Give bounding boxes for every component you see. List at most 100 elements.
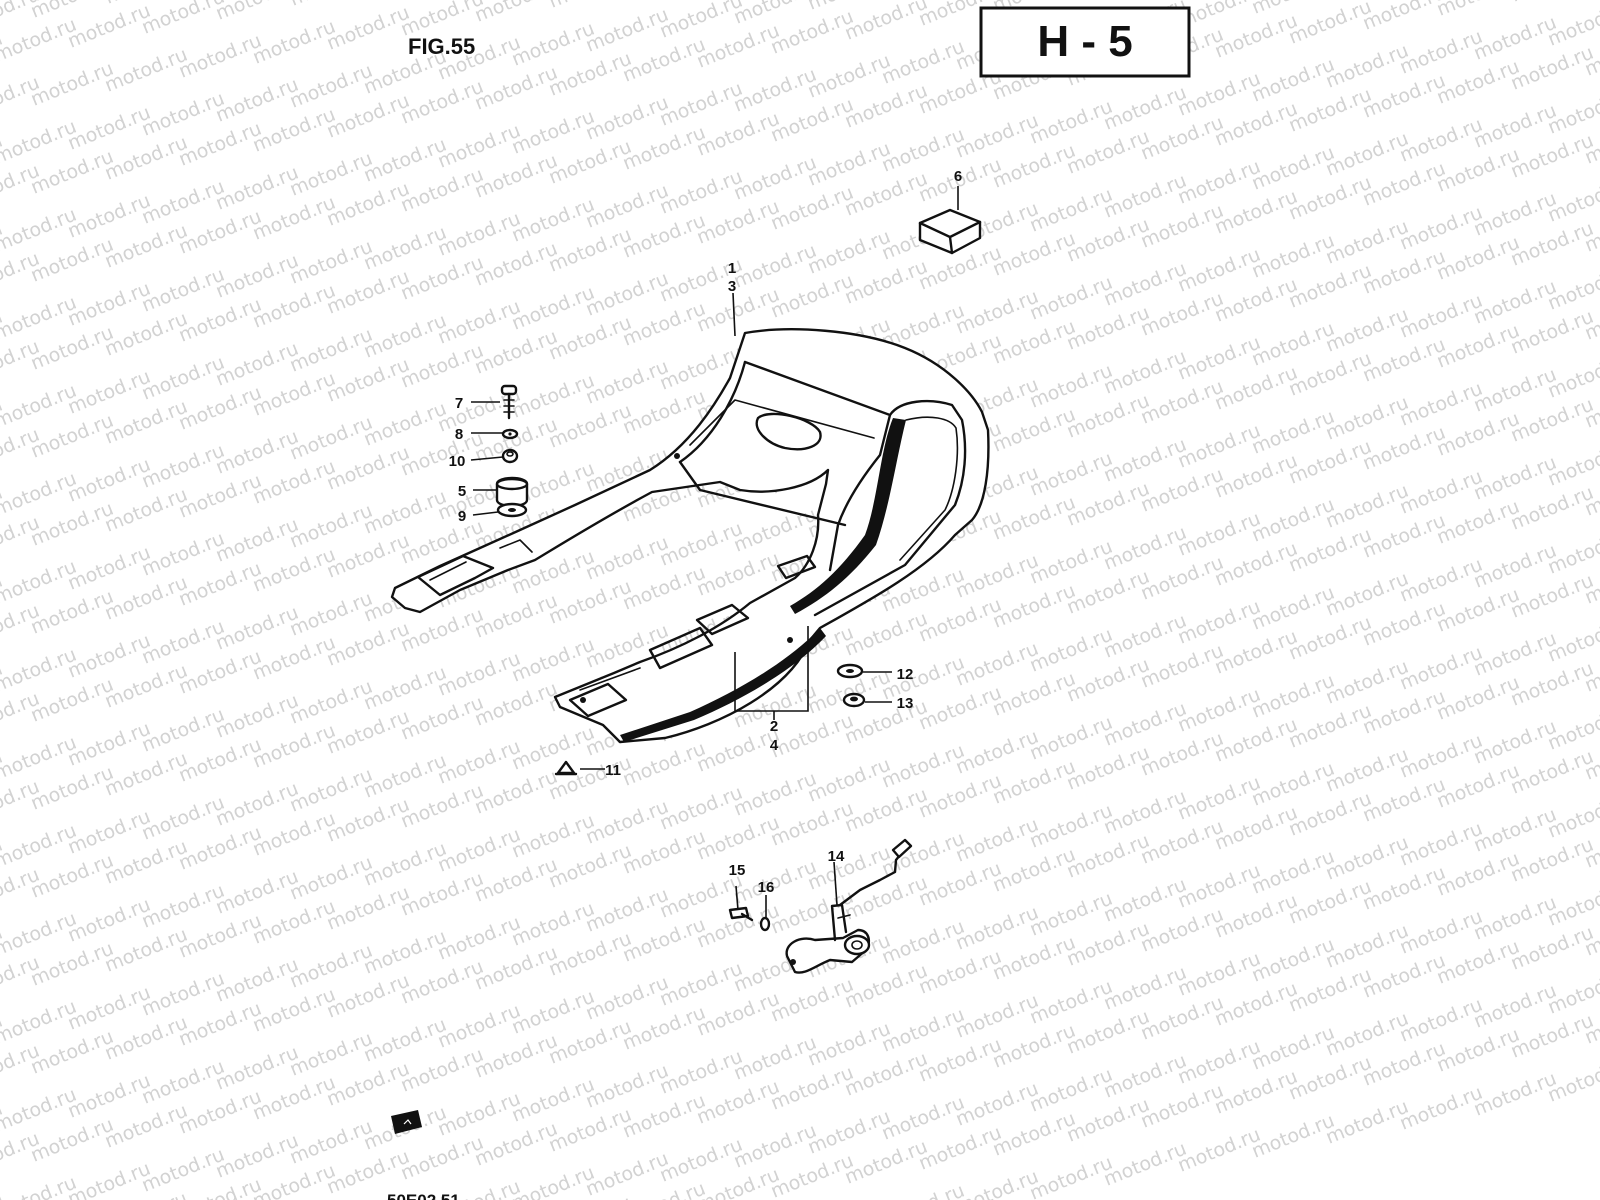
watermark-text: motod.ru xyxy=(731,1032,820,1085)
watermark-text: motod.ru xyxy=(1471,980,1560,1033)
watermark-text: motod.ru xyxy=(1397,730,1486,783)
callout-16: 16 xyxy=(758,879,775,896)
watermark-text: motod.ru xyxy=(1249,1110,1338,1163)
watermark-text: motod.ru xyxy=(361,662,450,715)
watermark-text: motod.ru xyxy=(1323,920,1412,973)
watermark-text: motod.ru xyxy=(1471,364,1560,417)
section-code-box: H - 5 xyxy=(979,6,1191,78)
watermark-text: motod.ru xyxy=(435,648,524,701)
watermark-text: motod.ru xyxy=(139,176,228,229)
watermark-text: motod.ru xyxy=(287,1116,376,1169)
watermark-text: motod.ru xyxy=(1101,82,1190,135)
watermark-text: motod.ru xyxy=(287,236,376,289)
watermark-text: motod.ru xyxy=(65,190,154,243)
callout-labels: 1 3 6 7 8 10 5 9 11 12 13 2 4 15 16 14 xyxy=(449,168,963,896)
watermark-text: motod.ru xyxy=(731,64,820,117)
watermark-text: motod.ru xyxy=(65,1070,154,1123)
watermark-text: motod.ru xyxy=(65,806,154,859)
watermark-text: motod.ru xyxy=(1101,962,1190,1015)
watermark-text: motod.ru xyxy=(509,634,598,687)
watermark-text: motod.ru xyxy=(435,296,524,349)
watermark-text: motod.ru xyxy=(65,718,154,771)
watermark-text: motod.ru xyxy=(1249,142,1338,195)
watermark-text: motod.ru xyxy=(1101,1138,1190,1191)
watermark-text: motod.ru xyxy=(361,1014,450,1067)
watermark-text: motod.ru xyxy=(1397,994,1486,1047)
watermark-text: motod.ru xyxy=(583,1148,672,1200)
watermark-text: motod.ru xyxy=(1101,610,1190,663)
watermark-text: motod.ru xyxy=(1101,346,1190,399)
watermark-text: motod.ru xyxy=(65,982,154,1035)
watermark-text: motod.ru xyxy=(731,240,820,293)
callout-13: 13 xyxy=(897,695,914,712)
callout-6: 6 xyxy=(954,168,962,185)
watermark-text: motod.ru xyxy=(213,1130,302,1183)
watermark-text: motod.ru xyxy=(139,968,228,1021)
watermark-text: motod.ru xyxy=(657,518,746,571)
watermark-text: motod.ru xyxy=(953,726,1042,779)
watermark-text: motod.ru xyxy=(953,286,1042,339)
watermark-text: motod.ru xyxy=(657,78,746,131)
watermark-text: motod.ru xyxy=(287,0,376,11)
watermark-text: motod.ru xyxy=(1471,188,1560,241)
watermark-text: motod.ru xyxy=(139,264,228,317)
watermark-text: motod.ru xyxy=(287,676,376,729)
seat-tail-cover-drawing xyxy=(390,328,990,744)
watermark-text: motod.ru xyxy=(1471,276,1560,329)
watermark-text: motod.ru xyxy=(1175,244,1264,297)
watermark-text: motod.ru xyxy=(1027,184,1116,237)
watermark-text: motod.ru xyxy=(65,630,154,683)
watermark-text: motod.ru xyxy=(361,134,450,187)
watermark-text: motod.ru xyxy=(361,750,450,803)
watermark-text: motod.ru xyxy=(1175,684,1264,737)
watermark-text: motod.ru xyxy=(1508,0,1597,7)
watermark-text: motod.ru xyxy=(1397,642,1486,695)
watermark-text: motod.ru xyxy=(1323,656,1412,709)
watermark-text: motod.ru xyxy=(509,106,598,159)
watermark-text: motod.ru xyxy=(1101,874,1190,927)
watermark-text: motod.ru xyxy=(65,542,154,595)
watermark-text: motod.ru xyxy=(435,736,524,789)
watermark-text: motod.ru xyxy=(1249,582,1338,635)
watermark-text: motod.ru xyxy=(1101,698,1190,751)
watermark-text: motod.ru xyxy=(731,152,820,205)
watermark-text: motod.ru xyxy=(583,4,672,57)
watermark-text: motod.ru xyxy=(1397,466,1486,519)
watermark-text: motod.ru xyxy=(139,528,228,581)
watermark-text: motod.ru xyxy=(1471,1068,1560,1121)
watermark-text: motod.ru xyxy=(1101,522,1190,575)
watermark-text: motod.ru xyxy=(1249,758,1338,811)
watermark-text: motod.ru xyxy=(583,356,672,409)
watermark-text: motod.ru xyxy=(361,398,450,451)
figure-label: FIG.55 xyxy=(408,34,475,59)
watermark-text: motod.ru xyxy=(1027,976,1116,1029)
watermark-text: motod.ru xyxy=(583,1060,672,1113)
watermark-text: motod.ru xyxy=(1471,892,1560,945)
watermark-text: motod.ru xyxy=(583,972,672,1025)
watermark-text: motod.ru xyxy=(1027,1064,1116,1117)
watermark-text: motod.ru xyxy=(287,852,376,905)
watermark-text: motod.ru xyxy=(583,796,672,849)
watermark-text: motod.ru xyxy=(213,426,302,479)
callout-4: 4 xyxy=(770,737,779,754)
watermark-text: motod.ru xyxy=(287,148,376,201)
watermark-text: motod.ru xyxy=(509,18,598,71)
watermark-text: motod.ru xyxy=(1175,1036,1264,1089)
watermark-text: motod.ru xyxy=(65,454,154,507)
watermark-text: motod.ru xyxy=(731,768,820,821)
watermark-text: motod.ru xyxy=(287,588,376,641)
watermark-text: motod.ru xyxy=(1101,1050,1190,1103)
watermark-text: motod.ru xyxy=(805,1106,894,1159)
watermark-text: motod.ru xyxy=(1471,716,1560,769)
watermark-text: motod.ru xyxy=(1175,772,1264,825)
watermark-text: motod.ru xyxy=(879,1092,968,1145)
watermark-text: motod.ru xyxy=(1323,1008,1412,1061)
watermark-text: motod.ru xyxy=(1323,40,1412,93)
watermark-text: motod.ru xyxy=(805,842,894,895)
watermark-text: motod.ru xyxy=(1027,800,1116,853)
watermark-text: motod.ru xyxy=(1249,318,1338,371)
watermark-text: motod.ru xyxy=(805,1018,894,1071)
pad-part-6 xyxy=(918,208,982,255)
watermark-text: motod.ru xyxy=(509,194,598,247)
watermark-text: motod.ru xyxy=(287,764,376,817)
